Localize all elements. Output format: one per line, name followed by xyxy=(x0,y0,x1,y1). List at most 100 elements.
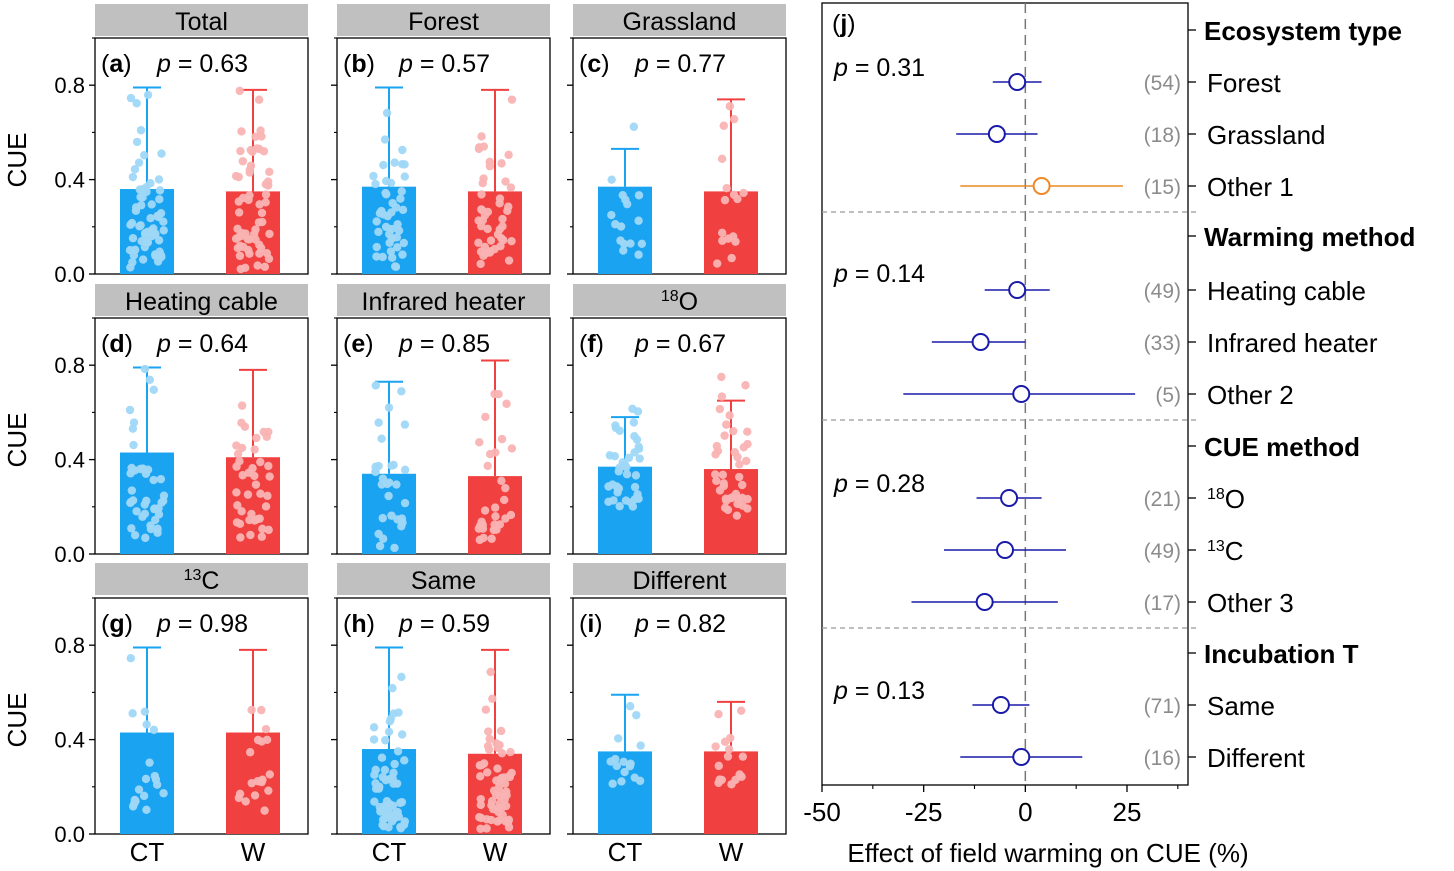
group-header: CUE method xyxy=(1204,432,1360,462)
point-w xyxy=(495,520,505,529)
point-w xyxy=(251,235,260,244)
point-w xyxy=(263,491,272,501)
point-w xyxy=(241,229,250,238)
y-tick-label: 0.4 xyxy=(54,448,85,473)
point-w xyxy=(486,667,495,677)
sample-size: (18) xyxy=(1144,124,1181,147)
point-w xyxy=(720,431,729,440)
point-w xyxy=(475,772,485,781)
point-w xyxy=(477,205,487,215)
p-value: p = 0.98 xyxy=(156,610,248,638)
point-ct xyxy=(159,226,168,235)
y-tick-label: 0.8 xyxy=(54,633,85,658)
point-w xyxy=(261,724,271,734)
point-w xyxy=(717,372,726,382)
panel-frame xyxy=(336,37,551,275)
p-value: p = 0.57 xyxy=(398,50,490,78)
point-w xyxy=(717,392,727,401)
point-w xyxy=(711,450,720,459)
point-w xyxy=(235,86,244,96)
point-ct xyxy=(384,478,394,487)
point-w xyxy=(253,735,263,745)
point-w xyxy=(235,457,244,466)
point-w xyxy=(256,243,266,253)
point-ct xyxy=(636,741,645,750)
point-ct xyxy=(147,200,156,209)
point-ct xyxy=(393,747,403,756)
point-ct xyxy=(380,765,390,775)
point-ct xyxy=(382,108,392,118)
point-ct xyxy=(131,796,140,806)
point-w xyxy=(254,218,264,227)
point-ct xyxy=(621,496,631,505)
panel-frame xyxy=(336,317,551,555)
point-w xyxy=(743,439,752,449)
point-ct xyxy=(140,228,150,238)
point-w xyxy=(487,534,496,543)
panel-frame xyxy=(572,37,787,275)
bar-ct xyxy=(598,466,652,554)
point-w xyxy=(234,793,244,803)
point-w xyxy=(480,506,490,515)
point-ct xyxy=(624,453,634,463)
point-w xyxy=(237,127,246,136)
panel-strip-label: 13C xyxy=(184,567,220,595)
point-ct xyxy=(384,403,394,412)
point-ct xyxy=(622,199,632,209)
point-w xyxy=(495,815,505,825)
point-ct xyxy=(393,220,402,229)
point-w xyxy=(718,470,728,479)
point-ct xyxy=(152,780,162,789)
point-ct xyxy=(154,510,164,519)
point-ct xyxy=(378,474,388,483)
panel-strip xyxy=(95,284,308,316)
point-ct xyxy=(388,198,397,208)
point-ct xyxy=(145,758,154,767)
point-ct xyxy=(369,723,379,732)
point-ct xyxy=(128,709,137,718)
point-w xyxy=(490,503,500,512)
panel-label: (b) xyxy=(343,50,375,78)
point-ct xyxy=(628,404,637,414)
point-w xyxy=(477,760,486,770)
point-w xyxy=(733,452,742,462)
point-ct xyxy=(372,242,381,252)
x-tick-label: 0 xyxy=(1018,797,1032,827)
point-ct xyxy=(384,727,394,736)
point-w xyxy=(233,224,242,234)
point-w xyxy=(243,490,253,499)
point-w xyxy=(265,229,274,239)
point-ct xyxy=(132,137,142,147)
point-w xyxy=(259,427,268,437)
point-ct xyxy=(377,434,386,443)
panel-frame xyxy=(94,597,309,835)
point-ct xyxy=(381,736,390,745)
point-w xyxy=(265,770,275,779)
point-ct xyxy=(397,730,407,739)
point-w xyxy=(247,705,256,715)
x-tick-label: -50 xyxy=(803,797,841,827)
panel-strip-label: Infrared heater xyxy=(362,288,526,316)
point-w xyxy=(725,102,735,111)
p-value: p = 0.59 xyxy=(398,610,490,638)
point-ct xyxy=(376,807,385,816)
point-ct xyxy=(142,805,151,815)
point-ct xyxy=(135,222,144,231)
point-w xyxy=(237,401,247,410)
x-category-ct: CT xyxy=(130,837,165,867)
panel-label: (h) xyxy=(343,610,375,638)
point-w xyxy=(234,232,244,242)
sample-size: (5) xyxy=(1155,384,1181,407)
point-ct xyxy=(617,777,626,786)
point-ct xyxy=(388,253,397,262)
point-ct xyxy=(156,251,166,260)
point-ct xyxy=(146,179,155,188)
point-ct xyxy=(134,158,144,167)
point-w xyxy=(501,483,510,493)
point-w xyxy=(488,694,497,703)
point-ct xyxy=(140,364,150,374)
point-w xyxy=(743,427,752,436)
point-ct xyxy=(625,702,635,711)
point-w xyxy=(251,480,261,489)
